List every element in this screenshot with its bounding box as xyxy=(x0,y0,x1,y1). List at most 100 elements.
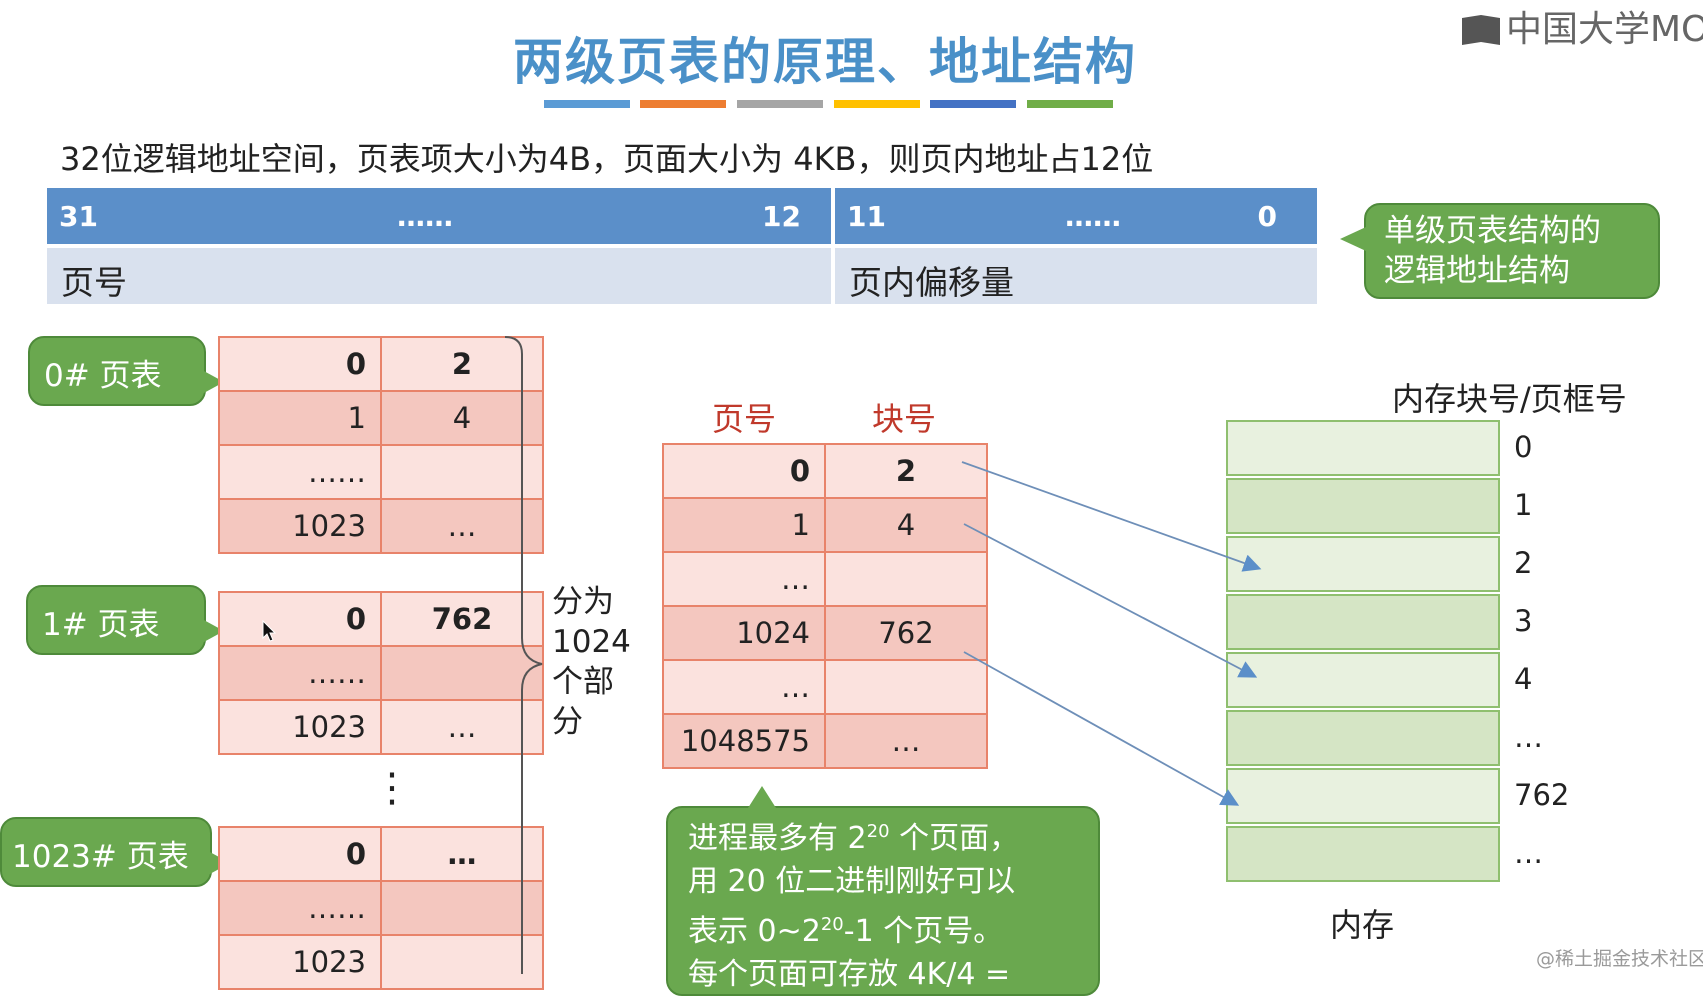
arrow-block-2 xyxy=(961,461,1262,572)
split-text-line-4: 分 xyxy=(552,704,583,740)
bit-0: 0 xyxy=(1257,200,1277,233)
line1-pre: 进程最多有 2 xyxy=(688,821,867,856)
table-row: 0 … xyxy=(218,826,544,882)
title-bar-4 xyxy=(834,100,920,108)
cell-block xyxy=(380,444,544,500)
callout-process: 进程最多有 220 个页面， 用 20 位二进制刚好可以 表示 0~220-1 … xyxy=(666,786,1100,996)
cell-page: 1 xyxy=(218,390,382,446)
memory-footer: 内存 xyxy=(1330,906,1395,944)
title-bar-3 xyxy=(737,100,823,108)
bit-12: 12 xyxy=(762,200,801,233)
bit-dots-right: …… xyxy=(1065,200,1121,233)
cell-page: …… xyxy=(218,645,382,701)
cell-block: 762 xyxy=(824,605,988,661)
cell-block xyxy=(380,880,544,936)
split-text: 分为 1024 个部 分 xyxy=(552,582,631,742)
callout-process-line-3: 表示 0~220-1 个页号。 xyxy=(688,903,1078,953)
line3-sup: 20 xyxy=(820,914,844,935)
table-label-1023-text: 1023# 页表 xyxy=(12,839,189,875)
memory-block-label: … xyxy=(1514,836,1543,870)
title-bar-5 xyxy=(930,100,1016,108)
page-table-1: 0 762 …… 1023 … xyxy=(218,591,544,755)
table-row: … xyxy=(662,551,988,607)
table-row: 1024 762 xyxy=(662,605,988,661)
callout-process-line-1: 进程最多有 220 个页面， xyxy=(688,810,1078,860)
cell-block xyxy=(824,659,988,715)
memory-block-label: 762 xyxy=(1514,778,1570,812)
bit-31: 31 xyxy=(59,200,98,233)
cell-block: 2 xyxy=(824,443,988,499)
column-header-page: 页号 xyxy=(712,400,777,438)
table-row: 0 2 xyxy=(662,443,988,499)
title-bar-6 xyxy=(1027,100,1113,108)
table-row: 0 762 xyxy=(218,591,544,647)
memory-block xyxy=(1226,420,1500,476)
callout-single-line-2: 逻辑地址结构 xyxy=(1384,253,1570,289)
bit-dots-left: …… xyxy=(397,200,453,233)
cell-block xyxy=(824,551,988,607)
table-label-1-text: 1# 页表 xyxy=(42,607,160,643)
memory-block xyxy=(1226,594,1500,650)
table-label-0: 0# 页表 xyxy=(28,336,224,406)
table-label-0-text: 0# 页表 xyxy=(44,358,162,394)
mapping-arrows xyxy=(961,461,1262,806)
mooc-logo-icon xyxy=(1462,15,1500,45)
logo-text: 中国大学MOOC xyxy=(1506,9,1703,50)
split-text-line-2: 1024 xyxy=(552,624,631,660)
callout-single-line-1: 单级页表结构的 xyxy=(1384,213,1601,249)
cell-block: … xyxy=(380,699,544,755)
memory-block xyxy=(1226,652,1500,708)
memory-block-label: 4 xyxy=(1514,662,1533,696)
offset-field: 页内偏移量 xyxy=(835,248,1317,304)
callout-single-level: 单级页表结构的 逻辑地址结构 xyxy=(1340,203,1660,299)
cell-block: 2 xyxy=(380,336,544,392)
cell-page: 1023 xyxy=(218,699,382,755)
page-number-label: 页号 xyxy=(61,263,127,302)
memory-block-label: 2 xyxy=(1514,546,1533,580)
column-header-block: 块号 xyxy=(872,400,937,438)
address-bits-low: 11 …… 0 xyxy=(835,188,1317,244)
table-row: 1023 … xyxy=(218,699,544,755)
slide-title: 两级页表的原理、地址结构 xyxy=(513,33,1137,91)
table-row: 1023 … xyxy=(218,498,544,554)
single-level-table: 0 2 1 4 … 1024 762 … 1048575 … xyxy=(662,443,988,769)
title-bar-1 xyxy=(544,100,630,108)
table-row: 1 4 xyxy=(662,497,988,553)
table-label-1: 1# 页表 xyxy=(26,585,224,655)
cell-page: 0 xyxy=(218,826,382,882)
line3-pre: 表示 0~2 xyxy=(688,914,821,949)
cell-block: 4 xyxy=(824,497,988,553)
watermark: @稀土掘金技术社区 xyxy=(1536,948,1703,970)
table-row: 1 4 xyxy=(218,390,544,446)
cell-block: … xyxy=(380,826,544,882)
memory-block-label: 1 xyxy=(1514,488,1533,522)
table-label-1023: 1023# 页表 xyxy=(0,817,230,887)
cell-page: …… xyxy=(218,444,382,500)
memory-header: 内存块号/页框号 xyxy=(1392,380,1627,418)
cell-page: 0 xyxy=(218,336,382,392)
cell-page: 1048575 xyxy=(662,713,826,769)
arrow-block-4 xyxy=(963,523,1258,678)
intro-text: 32位逻辑地址空间，页表项大小为4B，页面大小为 4KB，则页内地址占12位 xyxy=(60,140,1154,178)
cursor-icon xyxy=(262,620,277,642)
table-row: 0 2 xyxy=(218,336,544,392)
table-row: … xyxy=(662,659,988,715)
line3-post: -1 个页号。 xyxy=(843,914,1004,949)
split-text-line-3: 个部 xyxy=(552,664,614,700)
memory-block-label: … xyxy=(1514,720,1543,754)
cell-page: 0 xyxy=(662,443,826,499)
cell-block: 4 xyxy=(380,390,544,446)
cell-page: 1 xyxy=(662,497,826,553)
cell-page: … xyxy=(662,551,826,607)
vertical-ellipsis: ⋮ xyxy=(372,765,412,811)
memory-block-label: 3 xyxy=(1514,604,1533,638)
memory-block xyxy=(1226,536,1500,592)
line1-sup: 20 xyxy=(866,821,890,842)
memory-block-label: 0 xyxy=(1514,430,1533,464)
address-bits-high: 31 …… 12 xyxy=(47,188,831,244)
cell-block: 762 xyxy=(380,591,544,647)
mooc-logo: 中国大学MOOC xyxy=(1462,0,1703,52)
cell-block: … xyxy=(824,713,988,769)
arrow-block-762 xyxy=(963,651,1240,806)
table-row: …… xyxy=(218,444,544,500)
